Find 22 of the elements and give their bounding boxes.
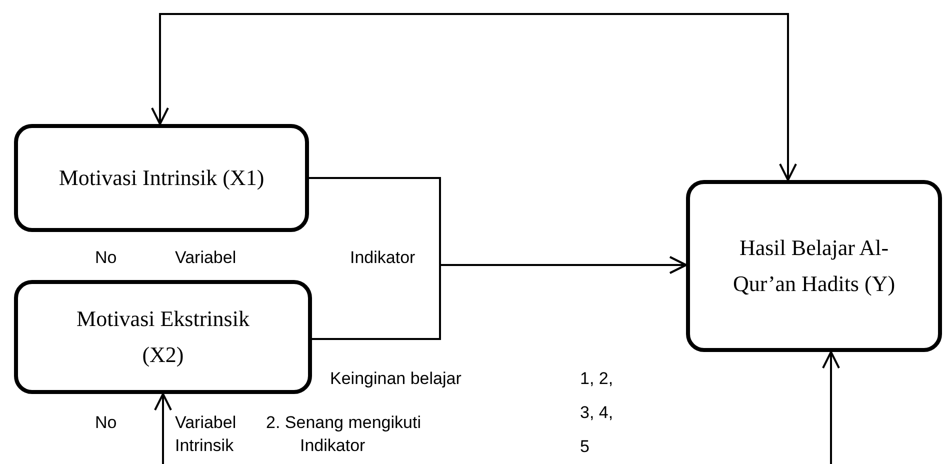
rounded-box xyxy=(686,180,942,352)
node-label: Motivasi Intrinsik (X1) xyxy=(58,164,264,192)
table-header: Indikator xyxy=(350,248,416,268)
arrow xyxy=(154,393,172,464)
arrow xyxy=(151,13,797,181)
table-text: 5 xyxy=(580,437,590,457)
table-header: Indikator xyxy=(300,436,366,456)
node-label: Hasil Belajar Al-Qur’an Hadits (Y) xyxy=(732,234,896,298)
table-text: 3, 4, xyxy=(580,403,614,423)
table-text: Intrinsik xyxy=(175,436,234,456)
table-header: Variabel xyxy=(175,248,236,268)
rounded-box xyxy=(14,124,309,232)
table-header: No xyxy=(95,413,117,433)
table-header: Variabel xyxy=(175,413,236,433)
arrow xyxy=(822,351,840,464)
table-header: No xyxy=(95,248,117,268)
rounded-box xyxy=(14,280,312,394)
table-text: 2. Senang mengikuti xyxy=(266,413,421,433)
node-label: Motivasi Ekstrinsik (X2) xyxy=(76,305,250,369)
table-text: 1, 2, xyxy=(580,369,614,389)
table-text: Keinginan belajar xyxy=(330,369,462,389)
arrow xyxy=(312,256,687,340)
